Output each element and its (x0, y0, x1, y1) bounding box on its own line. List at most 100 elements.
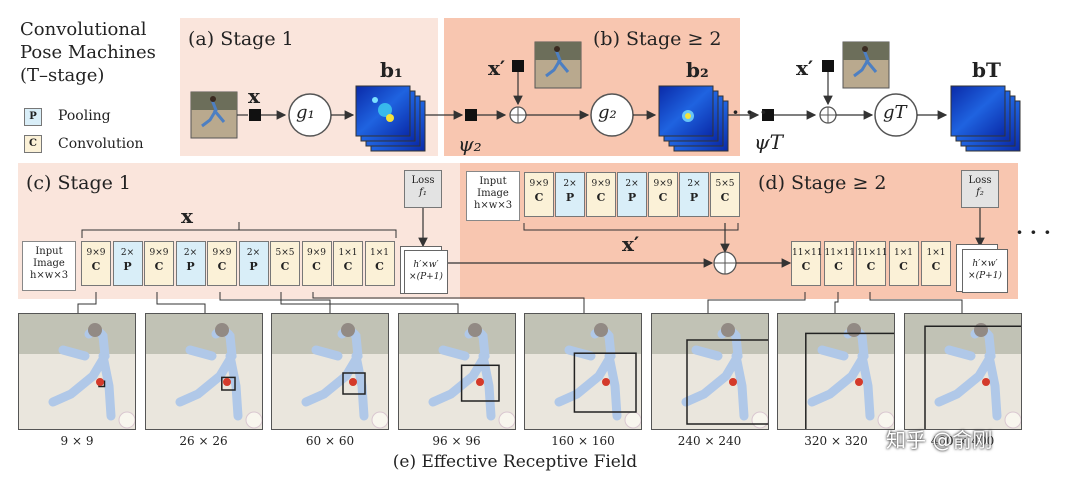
d-out-line2: ×(P+1) (968, 271, 1002, 281)
belief-map-stack-1 (355, 85, 426, 152)
a-b1-label: b₁ (380, 58, 403, 82)
b-bT-label: bT (972, 58, 1001, 82)
d-top-layer-type: P (689, 191, 699, 204)
d-top-layer-type: C (720, 191, 730, 204)
c-layer-type: C (375, 260, 384, 273)
d-bottom-layer-type: C (931, 260, 941, 273)
d-loss-line1: Loss (968, 175, 992, 186)
cd-connectors-svg (77, 208, 985, 313)
rf-photo-scene (778, 314, 894, 429)
d-input-line1: Input (479, 176, 507, 187)
receptive-field-photo (18, 313, 136, 430)
b-b2-label: b₂ (686, 58, 709, 82)
receptive-field-size-label: 96 × 96 (432, 434, 481, 448)
rf-photo-scene (651, 314, 768, 429)
c-loss-box: Loss f₁ (404, 170, 442, 208)
receptive-field-size-label: 320 × 320 (804, 434, 868, 448)
d-bottom-layer-size: 11×11 (857, 248, 888, 258)
d-top-layer-type: C (596, 191, 606, 204)
receptive-field-photo (271, 313, 389, 430)
d-top-layer-size: 2× (687, 179, 701, 189)
c-loss-line2: f₁ (419, 187, 427, 198)
legend-title-line3: (T–stage) (20, 65, 105, 86)
c-loss-line1: Loss (411, 175, 435, 186)
panel-d-title: (d) Stage ≥ 2 (758, 172, 887, 194)
a-g1-label: g₁ (296, 102, 315, 123)
legend-title-line1: Convolutional (20, 19, 147, 40)
c-input-image-box: Input Image h×w×3 (22, 241, 76, 291)
rf-photo-scene (398, 314, 515, 429)
c-out-line1: h′×w′ (413, 260, 439, 270)
d-bottom-layer-size: 1×1 (894, 248, 913, 258)
belief-map-stack-T (950, 85, 1021, 152)
rf-photo-scene (272, 314, 388, 429)
c-layer-type: P (123, 260, 132, 273)
d-input-line2: Image (477, 188, 509, 199)
receptive-field-photo (524, 313, 642, 430)
c-layer-size: 9×9 (86, 248, 106, 258)
panel-e-title: (e) Effective Receptive Field (392, 452, 638, 472)
c-layer-pool: 2×P (175, 241, 206, 286)
legend-conv-label: Convolution (58, 136, 144, 152)
b-gT-label: gT (883, 102, 907, 123)
a-x-label: x (248, 84, 260, 108)
c-layer-size: 5×5 (275, 248, 295, 258)
legend-title: Convolutional Pose Machines (T–stage) (20, 18, 156, 87)
c-layer-size: 2× (120, 248, 135, 258)
c-layer-size: 1×1 (370, 248, 389, 258)
d-loss-box: Loss f₂ (961, 170, 999, 208)
watermark: 知乎 @俞刚 (886, 428, 993, 452)
input-photo-thumb-b (534, 41, 582, 89)
c-input-line2: Image (33, 258, 65, 269)
c-layer-type: C (91, 260, 101, 273)
d-top-layer-size: 9×9 (591, 179, 611, 189)
b-g2-label: g₂ (598, 102, 617, 123)
c-input-line3: h×w×3 (29, 270, 69, 281)
d-top-layer-type: C (534, 191, 544, 204)
d-top-layer-pool: 2×P (617, 172, 647, 217)
c-layer-pool: 2×P (238, 241, 269, 286)
d-output-box: h′×w′ ×(P+1) (962, 249, 1008, 293)
legend-conv-swatch: C (24, 135, 42, 153)
c-output-box: h′×w′ ×(P+1) (404, 250, 448, 294)
receptive-field-photo (650, 313, 769, 430)
d-loss-line2: f₂ (976, 187, 984, 198)
panel-c-title: (c) Stage 1 (26, 172, 132, 194)
receptive-field-size-label: 160 × 160 (551, 434, 615, 448)
d-top-layer-size: 2× (625, 179, 639, 189)
c-layer-size: 9×9 (212, 248, 232, 258)
c-out-line2: ×(P+1) (409, 272, 443, 282)
d-bottom-layer-type: C (801, 260, 811, 273)
c-layer-pool: 2× P (112, 241, 143, 286)
d-bottom-layer-type: C (866, 260, 876, 273)
legend-title-line2: Pose Machines (20, 42, 156, 63)
c-layer-type: C (312, 260, 321, 273)
d-out-line1: h′×w′ (972, 259, 998, 269)
rf-photo-scene (525, 314, 641, 429)
receptive-field-size-label: 26 × 26 (179, 434, 228, 448)
c-layer-type: C (343, 260, 353, 273)
d-bottom-layer-size: 1×1 (926, 248, 946, 258)
legend-pool-swatch: P (24, 108, 42, 126)
d-top-layer-pool: 2× P (679, 172, 709, 217)
d-input-image-box: Input Image h×w×3 (466, 171, 520, 221)
b-xprime-label: x′ (488, 56, 506, 80)
c-layer-size: 1×1 (338, 248, 358, 258)
d-top-layer-size: 9×9 (653, 179, 673, 189)
receptive-field-photo (903, 313, 1022, 430)
d-xprime-label: x′ (622, 232, 640, 256)
d-top-layer-type: C (658, 191, 668, 204)
c-layer-size: 9×9 (149, 248, 169, 258)
